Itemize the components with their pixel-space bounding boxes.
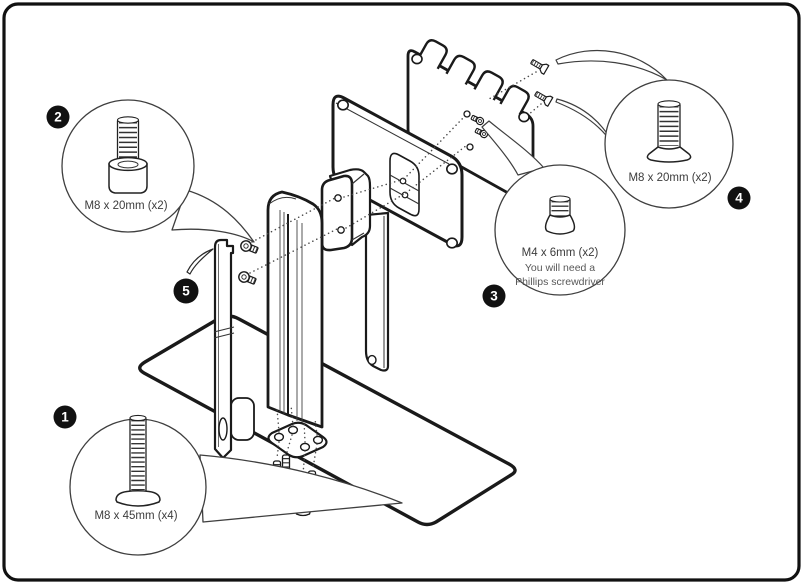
svg-text:1: 1 xyxy=(61,410,69,425)
hook-plate xyxy=(406,39,535,206)
callout-3-label: M4 x 6mm (x2) xyxy=(522,247,599,259)
callout-5-badge: 5 xyxy=(173,278,199,304)
pilot-hole xyxy=(463,110,471,118)
socket-screw xyxy=(240,240,259,254)
mounting-plate xyxy=(267,421,328,459)
slide-rail xyxy=(213,238,255,460)
callout-3-note-line1: You will need a xyxy=(525,262,595,274)
screw-icon-m8x45 xyxy=(115,414,161,507)
screw-icon-m8x20-socket xyxy=(108,116,148,194)
callout-4-badge: 4 xyxy=(727,186,751,210)
vesa-center-slot xyxy=(389,152,420,217)
spacer-block xyxy=(320,168,372,252)
callout-1-label: M8 x 45mm (x4) xyxy=(94,510,177,522)
m4-screw xyxy=(470,114,485,126)
callout-5-arrow xyxy=(186,248,214,275)
callout-2-label: M8 x 20mm (x2) xyxy=(84,200,167,212)
svg-text:3: 3 xyxy=(490,289,498,304)
column xyxy=(266,190,324,429)
fastener-guides xyxy=(249,71,542,475)
hanger-hooks xyxy=(417,39,530,116)
callout-4-label: M8 x 20mm (x2) xyxy=(628,172,711,184)
flat-screw xyxy=(534,91,554,107)
svg-text:4: 4 xyxy=(735,191,743,206)
callout-3-badge: 3 xyxy=(482,284,506,308)
svg-text:2: 2 xyxy=(54,110,62,125)
pilot-hole xyxy=(466,143,474,151)
callout-2-badge: 2 xyxy=(46,105,70,129)
screw-icon-m4x6 xyxy=(544,195,576,235)
screw-icon-m8x20-flat xyxy=(646,100,692,163)
flat-screw xyxy=(530,59,550,75)
callout-3-note-line2: Phillips screwdriver xyxy=(515,276,605,288)
vesa-plate xyxy=(331,94,464,249)
callout-1-badge: 1 xyxy=(53,405,77,429)
svg-text:5: 5 xyxy=(182,284,190,299)
bracket-tongue xyxy=(364,211,390,372)
socket-screw xyxy=(238,271,257,285)
